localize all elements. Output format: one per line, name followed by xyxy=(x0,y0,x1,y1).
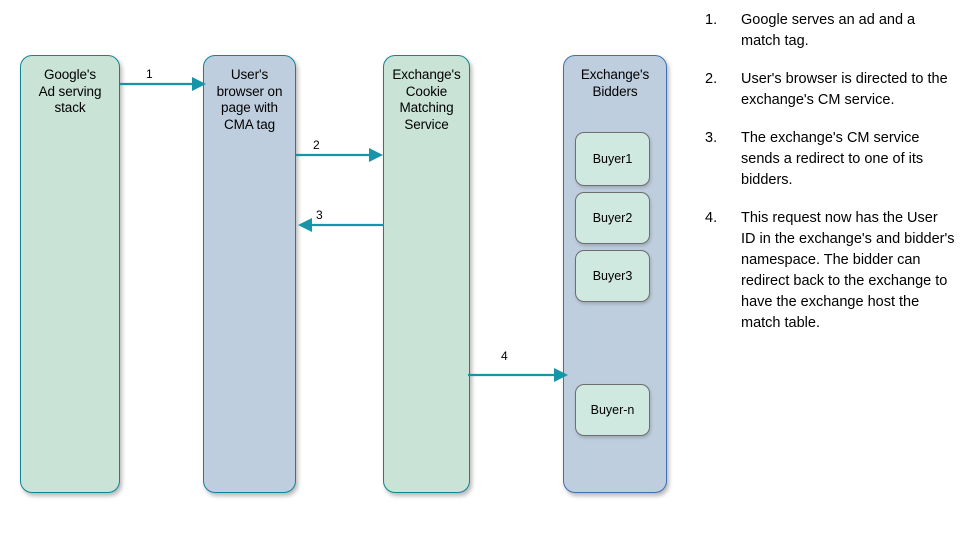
step-item-3: 3. The exchange's CM service sends a red… xyxy=(705,128,955,191)
arrow-1 xyxy=(120,77,206,91)
step-item-4: 4. This request now has the User ID in t… xyxy=(705,208,955,334)
step-item-2: 2. User's browser is directed to the exc… xyxy=(705,69,955,111)
node-label: Exchange's Cookie Matching Service xyxy=(392,67,461,132)
step-item-1: 1. Google serves an ad and a match tag. xyxy=(705,10,955,52)
buyer-label: Buyer2 xyxy=(592,211,633,225)
arrow-3 xyxy=(298,218,384,232)
node-label: Exchange's Bidders xyxy=(580,67,650,99)
node-google-ad-serving-stack[interactable]: Google's Ad serving stack xyxy=(20,55,120,493)
node-label: User's browser on page with CMA tag xyxy=(216,67,283,132)
node-users-browser[interactable]: User's browser on page with CMA tag xyxy=(203,55,296,493)
step-number: 1. xyxy=(705,12,718,28)
node-exchange-cookie-matching-service[interactable]: Exchange's Cookie Matching Service xyxy=(383,55,470,493)
steps-list: 1. Google serves an ad and a match tag. … xyxy=(705,10,955,351)
step-text: The exchange's CM service sends a redire… xyxy=(741,130,924,188)
step-number: 4. xyxy=(705,210,718,226)
arrow-3-number: 3 xyxy=(316,208,323,222)
step-number: 2. xyxy=(705,71,718,87)
buyer-label: Buyer1 xyxy=(592,152,633,166)
step-number: 3. xyxy=(705,130,718,146)
step-text: This request now has the User ID in the … xyxy=(741,210,955,331)
step-text: User's browser is directed to the exchan… xyxy=(741,71,948,108)
buyer-chip-n[interactable]: Buyer-n xyxy=(575,384,650,436)
step-text: Google serves an ad and a match tag. xyxy=(741,12,916,49)
arrow-2-number: 2 xyxy=(313,138,320,152)
buyer-chip-3[interactable]: Buyer3 xyxy=(575,250,650,302)
buyer-label: Buyer-n xyxy=(590,403,635,417)
arrow-4-number: 4 xyxy=(501,349,508,363)
arrow-4 xyxy=(468,368,568,382)
buyer-label: Buyer3 xyxy=(592,269,633,283)
node-label: Google's Ad serving stack xyxy=(38,67,102,115)
buyer-chip-1[interactable]: Buyer1 xyxy=(575,132,650,186)
buyer-chip-2[interactable]: Buyer2 xyxy=(575,192,650,244)
arrow-2 xyxy=(296,148,383,162)
arrow-1-number: 1 xyxy=(146,67,153,81)
